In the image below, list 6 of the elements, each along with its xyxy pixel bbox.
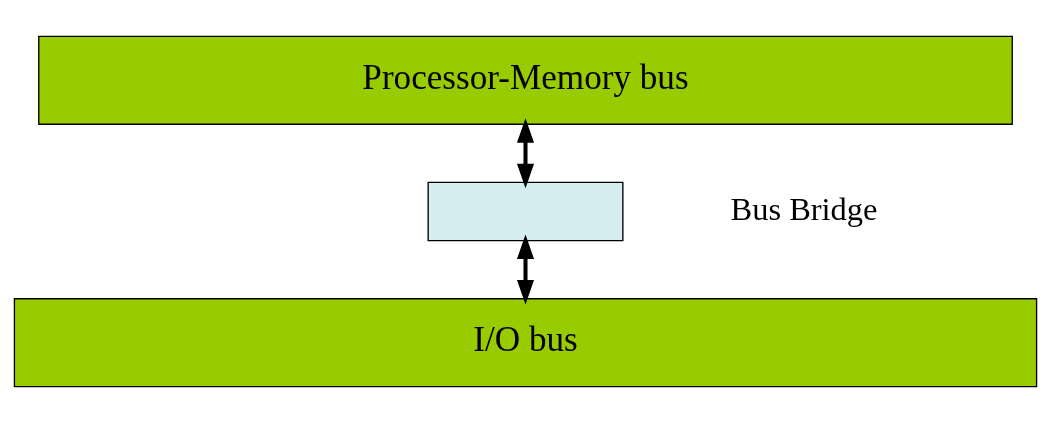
node-box	[427, 181, 624, 241]
node-label: Bus Bridge	[730, 190, 878, 227]
arrow	[516, 117, 535, 188]
node-box: Processor-Memory bus	[38, 35, 1013, 125]
arrow	[516, 234, 535, 304]
node-box: I/O bus	[13, 297, 1038, 387]
